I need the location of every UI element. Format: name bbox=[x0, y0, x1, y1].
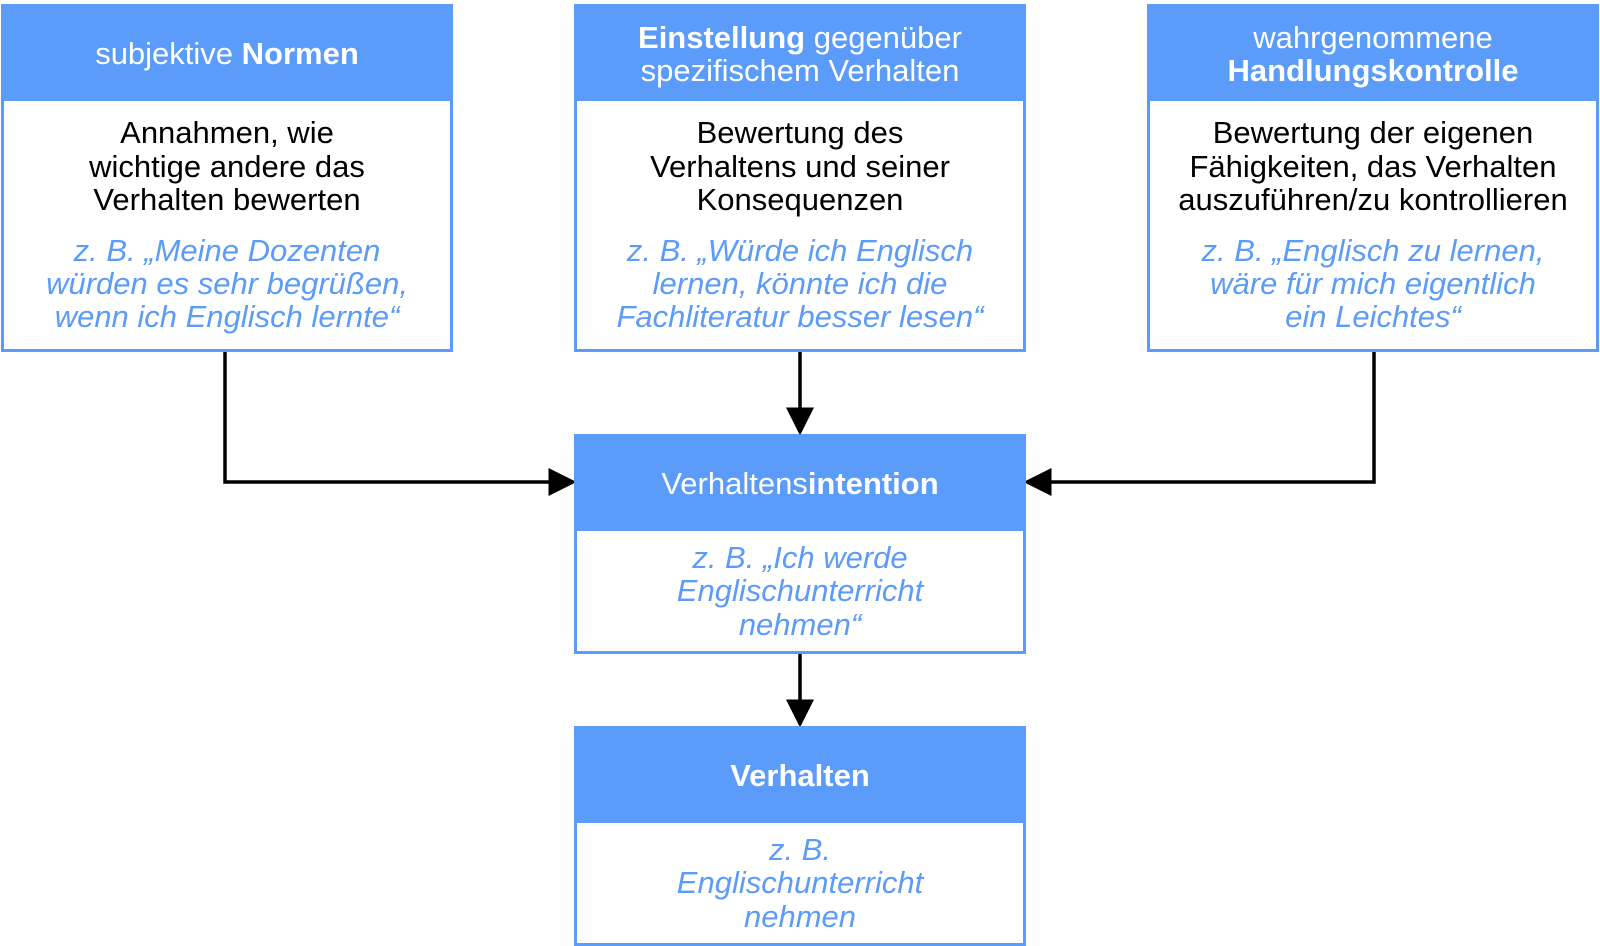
arrow-norms-to-intention bbox=[223, 350, 577, 496]
attitude-box: Einstellung gegenüber spezifischem Verha… bbox=[574, 4, 1026, 352]
norms-title: subjektive Normen bbox=[95, 36, 359, 72]
attitude-title: Einstellung gegenüber spezifischem Verha… bbox=[638, 19, 962, 88]
intention-title: Verhaltensintention bbox=[661, 466, 939, 502]
norms-description: Annahmen, wie wichtige andere das Verhal… bbox=[89, 115, 365, 218]
control-title: wahrgenommene Handlungskontrolle bbox=[1227, 19, 1519, 88]
norms-box: subjektive Normen Annahmen, wie wichtige… bbox=[1, 4, 453, 352]
intention-box: Verhaltensintention z. B. „Ich werde Eng… bbox=[574, 434, 1026, 654]
intention-example: z. B. „Ich werde Englischunterricht nehm… bbox=[676, 539, 924, 642]
attitude-body: Bewertung des Verhaltens und seiner Kons… bbox=[577, 101, 1023, 349]
control-description: Bewertung der eigenen Fähigkeiten, das V… bbox=[1178, 115, 1568, 218]
behavior-example: z. B. Englischunterricht nehmen bbox=[676, 831, 924, 934]
norms-header: subjektive Normen bbox=[4, 7, 450, 101]
norms-example: z. B. „Meine Dozenten würden es sehr beg… bbox=[46, 232, 408, 335]
behavior-title: Verhalten bbox=[730, 758, 870, 794]
control-box: wahrgenommene Handlungskontrolle Bewertu… bbox=[1147, 4, 1599, 352]
attitude-description: Bewertung des Verhaltens und seiner Kons… bbox=[650, 115, 950, 218]
norms-body: Annahmen, wie wichtige andere das Verhal… bbox=[4, 101, 450, 349]
arrow-control-to-intention bbox=[1023, 350, 1376, 496]
intention-body: z. B. „Ich werde Englischunterricht nehm… bbox=[577, 531, 1023, 651]
attitude-example: z. B. „Würde ich Englisch lernen, könnte… bbox=[616, 232, 984, 335]
control-header: wahrgenommene Handlungskontrolle bbox=[1150, 7, 1596, 101]
behavior-body: z. B. Englischunterricht nehmen bbox=[577, 823, 1023, 943]
attitude-header: Einstellung gegenüber spezifischem Verha… bbox=[577, 7, 1023, 101]
control-example: z. B. „Englisch zu lernen, wäre für mich… bbox=[1201, 232, 1545, 335]
intention-header: Verhaltensintention bbox=[577, 437, 1023, 531]
behavior-header: Verhalten bbox=[577, 729, 1023, 823]
control-body: Bewertung der eigenen Fähigkeiten, das V… bbox=[1150, 101, 1596, 349]
behavior-box: Verhalten z. B. Englischunterricht nehme… bbox=[574, 726, 1026, 946]
